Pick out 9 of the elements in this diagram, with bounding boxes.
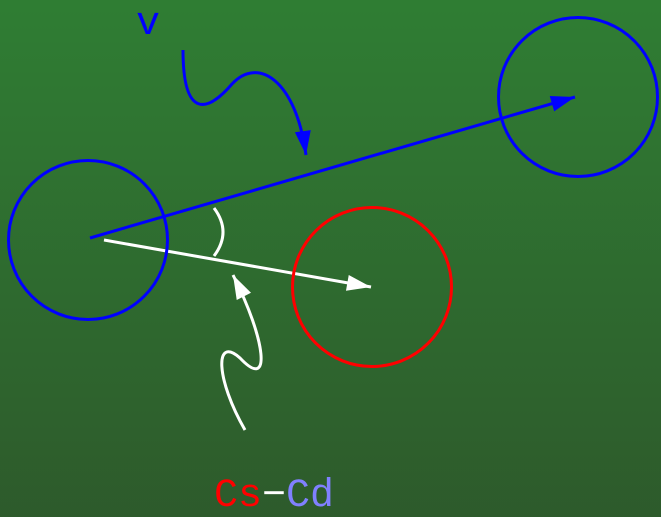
vector-label: v xyxy=(136,2,160,47)
formula-label: Cs−Cd xyxy=(214,474,334,517)
circle-outline xyxy=(291,206,453,368)
leader-arrow xyxy=(220,274,262,431)
circle-outline xyxy=(7,159,169,321)
leader-arrow xyxy=(182,50,310,156)
vector-arrow xyxy=(104,238,372,291)
circle-outline xyxy=(497,16,659,178)
vector-arrow xyxy=(90,96,576,240)
